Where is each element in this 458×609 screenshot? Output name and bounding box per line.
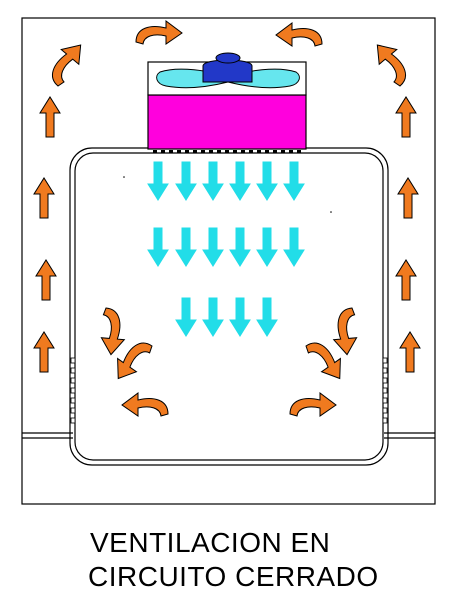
diagram-caption: VENTILACION EN CIRCUITO CERRADO [88, 526, 379, 594]
down-arrow-icon [229, 227, 251, 267]
down-arrow-icon [283, 161, 305, 201]
caption-line-2: CIRCUITO CERRADO [88, 561, 379, 592]
curved-arrow-icon [41, 36, 90, 88]
curved-arrow-icon [99, 307, 128, 357]
down-arrow-icon [202, 297, 224, 337]
curved-arrow-icon [330, 307, 359, 357]
down-arrow-icon [229, 297, 251, 337]
ventilation-diagram [21, 17, 436, 505]
vent-holes-left [70, 357, 76, 424]
curved-arrow-icon [121, 392, 169, 417]
up-arrow-icon [399, 331, 421, 373]
vent-holes-right [382, 357, 388, 424]
outlet-slots [153, 150, 301, 153]
up-arrow-icon [33, 177, 55, 219]
up-arrow-icon [395, 96, 417, 138]
down-arrow-icon [147, 227, 169, 267]
down-arrow-icon [175, 227, 197, 267]
curved-arrow-icon [368, 36, 417, 88]
curved-arrow-icon [275, 22, 323, 47]
stray-dot [330, 211, 332, 213]
fan-icon [156, 52, 300, 89]
stray-dot [123, 176, 125, 178]
down-arrow-icon [256, 161, 278, 201]
up-arrow-icon [35, 259, 57, 301]
up-arrow-icon [33, 331, 55, 373]
down-arrow-icon [256, 297, 278, 337]
inner-chamber-outer [69, 147, 389, 466]
up-arrow-icon [395, 259, 417, 301]
down-arrow-icon [175, 297, 197, 337]
down-arrow-icon [202, 227, 224, 267]
cabinet-outline [21, 17, 436, 505]
filter-box [147, 94, 307, 150]
up-arrow-icon [39, 96, 61, 138]
curved-arrow-icon [289, 392, 337, 417]
down-arrow-icon [283, 227, 305, 267]
cool-air-arrows [147, 161, 305, 337]
down-arrow-icon [202, 161, 224, 201]
curved-arrow-icon [135, 20, 183, 45]
down-arrow-icon [147, 161, 169, 201]
down-arrow-icon [256, 227, 278, 267]
caption-line-1: VENTILACION EN [90, 527, 331, 558]
down-arrow-icon [175, 161, 197, 201]
inner-chamber-inner [74, 152, 384, 461]
up-arrow-icon [397, 177, 419, 219]
down-arrow-icon [229, 161, 251, 201]
